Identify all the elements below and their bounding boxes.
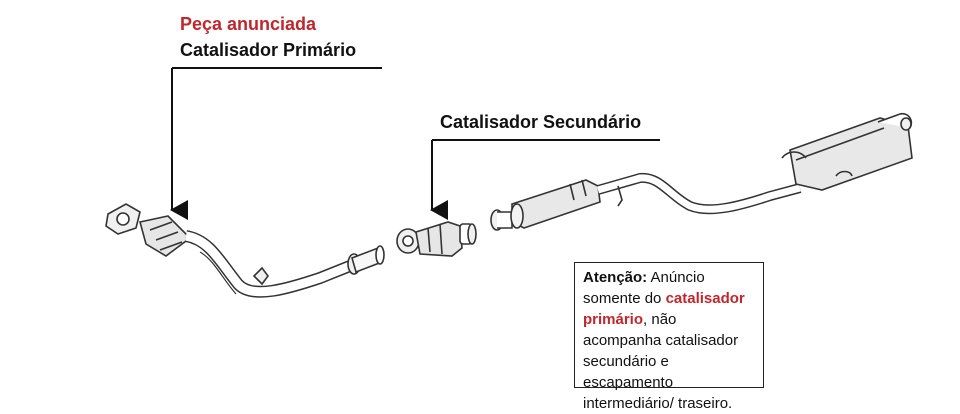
primary-catalyst-label: Catalisador Primário: [180, 40, 357, 60]
secondary-catalyst-label: Catalisador Secundário: [440, 112, 642, 132]
notice-highlight: catalisador primário: [583, 290, 745, 328]
notice-text-1: Anúncio somente do: [583, 269, 705, 307]
rear-exhaust-part: [490, 112, 913, 231]
notice-heading: Atenção:: [583, 269, 648, 286]
notice-box: Atenção: Anúncio somente do catalisador …: [574, 262, 764, 412]
secondary-catalyst-part: [396, 221, 477, 257]
primary-catalyst-part: [105, 203, 385, 298]
secondary-catalyst-leader: [430, 139, 660, 220]
advertised-part-label: Peça anunciada: [180, 14, 317, 34]
notice-text-2: , não acompanha catalisador secundário e…: [583, 311, 739, 412]
primary-catalyst-leader: [170, 67, 382, 220]
